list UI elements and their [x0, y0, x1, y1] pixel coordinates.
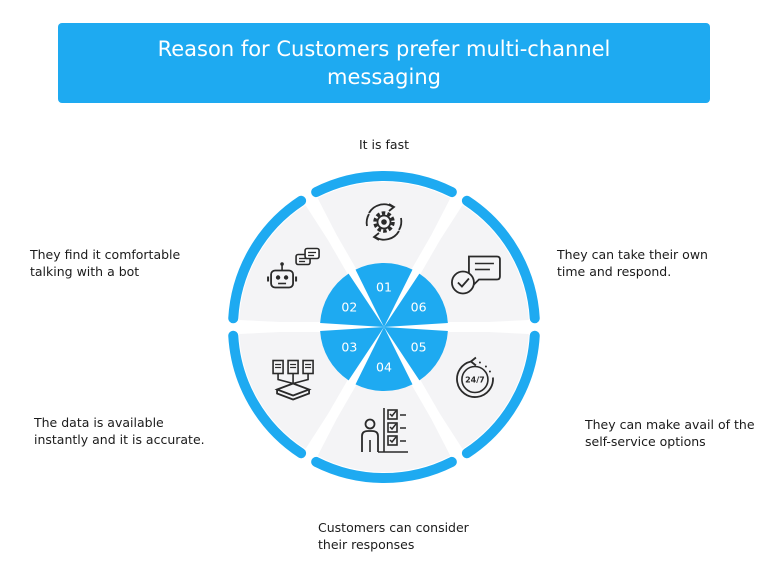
hub-sector-05	[384, 327, 448, 381]
clock-24-7-icon: 24/7	[456, 356, 494, 398]
data-documents-icon	[272, 359, 314, 401]
segment-divider	[306, 197, 389, 330]
segment-ring-01	[311, 171, 457, 198]
svg-text:24/7: 24/7	[465, 376, 485, 385]
label-own-time: They can take their own time and respond…	[557, 247, 708, 279]
hub-sector-02	[320, 273, 384, 327]
checklist-person-icon	[361, 408, 408, 453]
segment-ring-06	[461, 195, 540, 324]
segment-ring-04	[311, 456, 457, 483]
page-title: Reason for Customers prefer multi-channe…	[157, 37, 611, 89]
segment-divider	[379, 197, 462, 330]
segment-number: 03	[341, 340, 357, 355]
title-banner: Reason for Customers prefer multi-channe…	[58, 23, 710, 103]
segment-ring-05	[461, 330, 540, 459]
label-data-available: The data is available instantly and it i…	[34, 415, 205, 447]
segment-number: 01	[376, 280, 392, 295]
label-consider-responses: Customers can consider their responses	[318, 520, 469, 552]
segment-divider	[306, 324, 389, 457]
segment-number: 05	[411, 340, 427, 355]
hub-sector-04	[355, 327, 413, 392]
gear-cycle-icon	[365, 203, 403, 241]
segment-number: 02	[341, 300, 357, 315]
segment-ring-02	[228, 195, 307, 324]
segment-04	[311, 327, 457, 483]
segment-number: 04	[376, 360, 392, 375]
label-self-service: They can make avail of the self-service …	[585, 417, 755, 449]
hub-sector-06	[384, 273, 448, 327]
segment-divider	[379, 324, 462, 457]
segment-ring-03	[228, 330, 307, 459]
segment-number: 06	[411, 300, 427, 315]
segment-01	[311, 171, 457, 327]
chatbot-icon	[267, 247, 320, 289]
segment-panel-04	[317, 327, 451, 473]
label-it-is-fast: It is fast	[359, 137, 409, 152]
hub-sector-03	[320, 327, 384, 381]
hub-sector-01	[355, 262, 413, 327]
label-comfortable-bot: They find it comfortable talking with a …	[30, 247, 181, 279]
segment-panel-01	[317, 181, 451, 327]
message-check-icon	[451, 255, 501, 295]
